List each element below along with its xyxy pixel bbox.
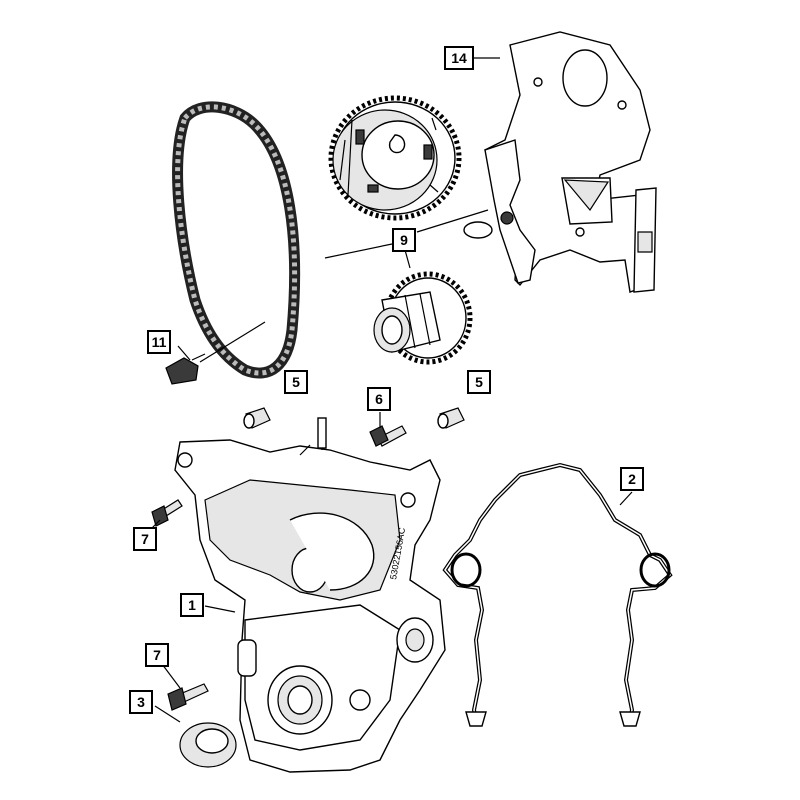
- bolt-7-upper: [151, 499, 183, 527]
- callout-14: 14: [444, 46, 474, 70]
- callout-11: 11: [147, 330, 171, 354]
- timing-chain: [172, 101, 301, 379]
- callout-3: 3: [129, 690, 153, 714]
- leader-lines: [151, 57, 633, 723]
- crankshaft-sprocket: [373, 271, 473, 365]
- callout-2: 2: [620, 467, 644, 491]
- timing-cover: 53022156AC: [174, 417, 446, 773]
- callout-9: 9: [392, 228, 416, 252]
- callout-6: 6: [367, 387, 391, 411]
- camshaft-sprocket: [328, 95, 462, 221]
- dowel-pin-left: [243, 407, 271, 429]
- callout-7-lower: 7: [145, 643, 169, 667]
- callout-7-upper: 7: [133, 527, 157, 551]
- cover-gasket: [442, 462, 673, 727]
- oil-seal: [179, 722, 237, 768]
- bolt-6: [369, 425, 407, 447]
- dowel-pin-right: [437, 407, 465, 429]
- callout-5-right: 5: [467, 370, 491, 394]
- callout-1: 1: [180, 593, 204, 617]
- bolt-7-lower: [167, 683, 209, 711]
- chain-guide-plate: [463, 31, 657, 293]
- callout-5-left: 5: [284, 370, 308, 394]
- chain-tensioner: [165, 353, 206, 385]
